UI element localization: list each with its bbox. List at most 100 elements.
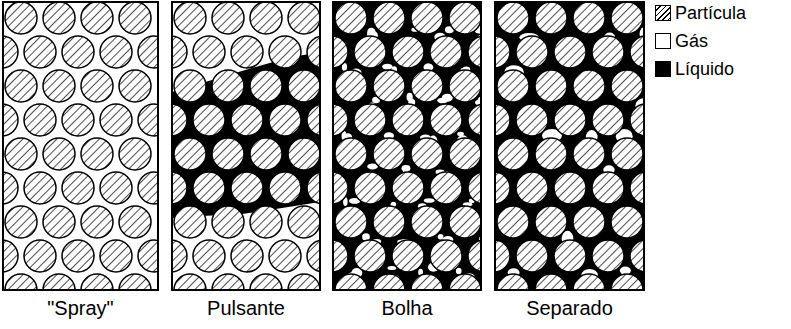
particle bbox=[630, 104, 644, 136]
particle bbox=[174, 138, 206, 170]
particle bbox=[592, 36, 624, 68]
particle bbox=[43, 274, 75, 290]
particle bbox=[354, 240, 386, 272]
particle bbox=[119, 206, 151, 238]
particle bbox=[495, 172, 510, 204]
particle bbox=[288, 70, 320, 102]
particle bbox=[392, 240, 424, 272]
particle bbox=[411, 70, 443, 102]
particle bbox=[373, 70, 405, 102]
particle bbox=[212, 138, 244, 170]
particle bbox=[449, 70, 481, 102]
gas-ground bbox=[3, 2, 158, 290]
particle bbox=[231, 104, 263, 136]
particle bbox=[611, 70, 643, 102]
liquid-ground bbox=[333, 2, 481, 290]
gas-bubble bbox=[457, 132, 464, 136]
gas-bubble bbox=[424, 198, 435, 203]
particle bbox=[172, 104, 187, 136]
panel-border bbox=[172, 2, 320, 290]
particle bbox=[497, 2, 529, 34]
particle bbox=[231, 172, 263, 204]
particle bbox=[468, 240, 481, 272]
particle bbox=[516, 104, 548, 136]
particle bbox=[573, 274, 605, 290]
regime-caption: "Spray" bbox=[0, 296, 168, 320]
particle bbox=[411, 274, 443, 290]
particle bbox=[3, 172, 18, 204]
particle bbox=[100, 104, 132, 136]
particle bbox=[335, 70, 367, 102]
particle bbox=[62, 36, 94, 68]
particle bbox=[411, 2, 443, 34]
particle bbox=[119, 138, 151, 170]
particle bbox=[333, 172, 348, 204]
particle bbox=[554, 104, 586, 136]
particle bbox=[411, 206, 443, 238]
particle bbox=[497, 206, 529, 238]
particle bbox=[81, 2, 113, 34]
gas-bubble bbox=[387, 266, 396, 270]
particle bbox=[497, 70, 529, 102]
particle bbox=[335, 206, 367, 238]
particle bbox=[449, 2, 481, 34]
particle bbox=[449, 138, 481, 170]
particle bbox=[307, 104, 320, 136]
particle bbox=[174, 2, 206, 34]
particle bbox=[354, 172, 386, 204]
regime-caption: Pulsante bbox=[162, 296, 330, 320]
particle bbox=[535, 274, 567, 290]
legend-text: Líquido bbox=[675, 59, 734, 80]
legend-row: Líquido bbox=[655, 58, 734, 80]
particle bbox=[573, 70, 605, 102]
particle bbox=[174, 274, 206, 290]
flow-panel bbox=[495, 2, 644, 290]
particle bbox=[138, 104, 158, 136]
particle bbox=[430, 172, 462, 204]
flow-panel bbox=[3, 2, 158, 290]
particle bbox=[43, 70, 75, 102]
particle bbox=[269, 36, 301, 68]
particle bbox=[288, 138, 320, 170]
particle bbox=[100, 240, 132, 272]
particle bbox=[573, 138, 605, 170]
particle bbox=[611, 274, 643, 290]
particle bbox=[174, 206, 206, 238]
particle bbox=[100, 172, 132, 204]
legend-row: Gás bbox=[655, 30, 708, 52]
particle bbox=[288, 2, 320, 34]
particle bbox=[495, 240, 510, 272]
regime-caption: Bolha bbox=[323, 296, 491, 320]
particle bbox=[535, 206, 567, 238]
gas-bubble bbox=[402, 165, 411, 172]
particle bbox=[231, 240, 263, 272]
panel-border bbox=[495, 2, 644, 290]
particle bbox=[411, 138, 443, 170]
particle bbox=[81, 274, 113, 290]
particle bbox=[288, 274, 320, 290]
particle bbox=[535, 138, 567, 170]
particle bbox=[611, 2, 643, 34]
particle bbox=[24, 172, 56, 204]
particle bbox=[468, 36, 481, 68]
particle bbox=[516, 172, 548, 204]
particle bbox=[5, 138, 37, 170]
particle bbox=[449, 206, 481, 238]
particle bbox=[373, 206, 405, 238]
particle bbox=[172, 172, 187, 204]
liquid-ground bbox=[495, 2, 644, 290]
particle bbox=[335, 274, 367, 290]
particle bbox=[3, 104, 18, 136]
legend-text: Partícula bbox=[675, 3, 746, 24]
particle bbox=[250, 138, 282, 170]
particle bbox=[373, 274, 405, 290]
particle bbox=[138, 172, 158, 204]
particle bbox=[119, 2, 151, 34]
legend-swatch bbox=[655, 33, 671, 49]
particle bbox=[250, 2, 282, 34]
particle bbox=[333, 104, 348, 136]
particle bbox=[307, 36, 320, 68]
particle bbox=[430, 104, 462, 136]
particle bbox=[611, 138, 643, 170]
particle bbox=[430, 36, 462, 68]
